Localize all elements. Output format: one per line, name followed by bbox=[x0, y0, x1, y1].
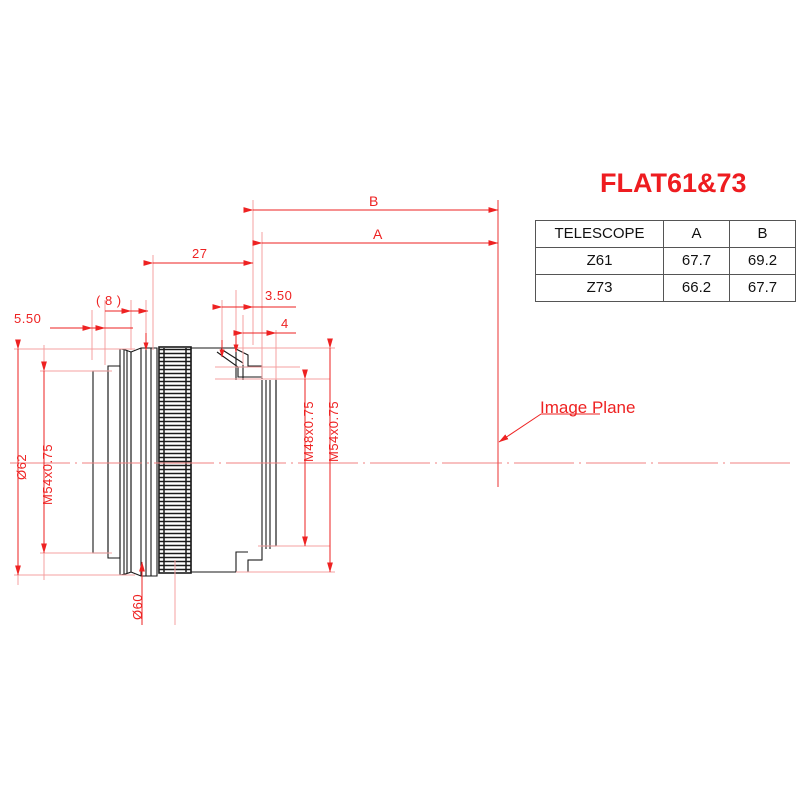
telescope-spec-table: TELESCOPE A B Z61 67.7 69.2 Z73 66.2 67.… bbox=[535, 220, 796, 302]
rear-collar bbox=[107, 365, 121, 559]
dim-label-8: ( 8 ) bbox=[96, 293, 122, 308]
cell-b: 69.2 bbox=[729, 247, 796, 275]
header-telescope: TELESCOPE bbox=[535, 220, 664, 248]
cell-a: 66.2 bbox=[663, 274, 730, 302]
dim-label-thread-m54-left: M54x0.75 bbox=[40, 443, 55, 505]
dimension-lines bbox=[10, 200, 790, 625]
dim-label-4: 4 bbox=[281, 316, 289, 331]
dim-label-thread-m48-right: M48x0.75 bbox=[301, 400, 316, 462]
rear-thread-ring bbox=[92, 370, 109, 554]
dim-label-a: A bbox=[373, 226, 383, 242]
dim-label-b: B bbox=[369, 193, 379, 209]
header-a: A bbox=[663, 220, 730, 248]
cell-b: 67.7 bbox=[729, 274, 796, 302]
dim-label-thread-m54-right: M54x0.75 bbox=[326, 400, 341, 462]
lens-barrel bbox=[190, 347, 277, 573]
header-b: B bbox=[729, 220, 796, 248]
dim-label-3-50: 3.50 bbox=[265, 288, 293, 303]
cell-telescope: Z73 bbox=[535, 274, 664, 302]
barrel-chamfer-edge bbox=[220, 348, 244, 364]
table-row: Z73 66.2 67.7 bbox=[535, 274, 796, 302]
image-plane-leader bbox=[498, 413, 600, 443]
dim-label-dia-60: Ø60 bbox=[130, 593, 145, 620]
table-row: Z61 67.7 69.2 bbox=[535, 247, 796, 275]
flange-taper bbox=[130, 347, 158, 577]
dim-label-5-50: 5.50 bbox=[14, 311, 42, 326]
barrel-chamfer-bottom bbox=[235, 551, 248, 572]
dim-label-27: 27 bbox=[192, 246, 208, 261]
barrel-chamfer-top bbox=[216, 351, 262, 378]
flange-body bbox=[119, 348, 132, 576]
barrel-outline bbox=[190, 347, 277, 573]
dim-label-dia-62: Ø62 bbox=[14, 453, 29, 480]
drawing-title: FLAT61&73 bbox=[600, 168, 747, 198]
table-header-row: TELESCOPE A B bbox=[535, 220, 796, 248]
knurl-pattern bbox=[159, 348, 191, 572]
cell-telescope: Z61 bbox=[535, 247, 664, 275]
cell-a: 67.7 bbox=[663, 247, 730, 275]
image-plane-label: Image Plane bbox=[540, 398, 636, 417]
